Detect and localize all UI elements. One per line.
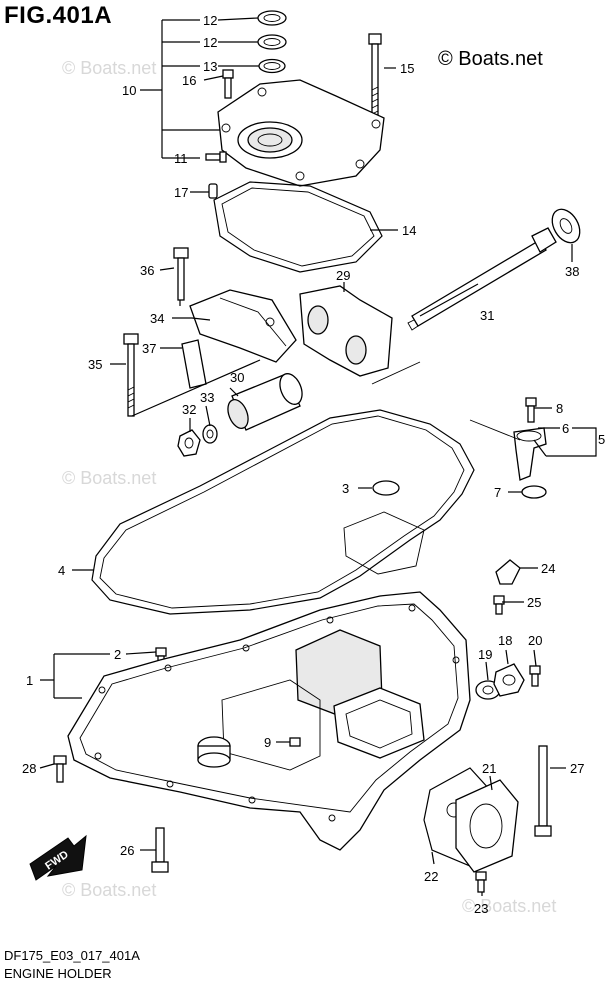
callout-37: 37 bbox=[142, 341, 156, 356]
callout-5: 5 bbox=[598, 432, 605, 447]
mount-bracket-29[interactable] bbox=[299, 285, 393, 377]
washer-33[interactable] bbox=[202, 424, 218, 444]
diagram-code: DF175_E03_017_401A bbox=[4, 948, 140, 963]
bolt-16[interactable] bbox=[222, 69, 234, 99]
oil-pan-gasket-4[interactable] bbox=[91, 409, 475, 615]
through-bolt-31[interactable] bbox=[407, 227, 557, 331]
callout-8: 8 bbox=[556, 401, 563, 416]
bolt-8[interactable] bbox=[525, 397, 537, 423]
callout-31: 31 bbox=[480, 308, 494, 323]
callout-30: 30 bbox=[230, 370, 244, 385]
callout-10: 10 bbox=[122, 83, 136, 98]
callout-17: 17 bbox=[174, 185, 188, 200]
callout-1: 1 bbox=[26, 673, 33, 688]
callout-38: 38 bbox=[565, 264, 579, 279]
cover-plate-10[interactable] bbox=[217, 79, 385, 187]
callout-19: 19 bbox=[478, 647, 492, 662]
watermark: © Boats.net bbox=[62, 880, 157, 900]
bolt-35[interactable] bbox=[123, 333, 139, 417]
callout-2: 2 bbox=[114, 647, 121, 662]
bolt-28[interactable] bbox=[53, 755, 67, 783]
callout-20: 20 bbox=[528, 633, 542, 648]
callout-4: 4 bbox=[58, 563, 65, 578]
cover-21[interactable] bbox=[455, 779, 519, 873]
water-fitting-6[interactable] bbox=[513, 427, 547, 481]
nut-32[interactable] bbox=[177, 429, 201, 457]
oil-pan-1[interactable] bbox=[67, 591, 471, 851]
copyright-notice: © Boats.net bbox=[438, 48, 543, 70]
upper-mount-34[interactable] bbox=[189, 289, 297, 363]
callout-36: 36 bbox=[140, 263, 154, 278]
dowel-pin-17[interactable] bbox=[208, 183, 218, 199]
watermark: © Boats.net bbox=[462, 896, 557, 916]
bolt-20[interactable] bbox=[529, 665, 541, 687]
callout-16: 16 bbox=[182, 73, 196, 88]
seal-ring-12a[interactable] bbox=[257, 10, 287, 26]
callout-27: 27 bbox=[570, 761, 584, 776]
cap-18[interactable] bbox=[493, 663, 525, 697]
diagram-name: ENGINE HOLDER bbox=[4, 966, 112, 981]
o-ring-3[interactable] bbox=[372, 480, 400, 496]
callout-23: 23 bbox=[474, 901, 488, 916]
o-ring-13[interactable] bbox=[258, 58, 286, 74]
o-ring-7[interactable] bbox=[521, 485, 547, 499]
callout-18: 18 bbox=[498, 633, 512, 648]
callout-25: 25 bbox=[527, 595, 541, 610]
callout-labels: 12 12 13 16 10 15 11 17 14 38 36 29 31 3… bbox=[22, 13, 605, 916]
plug-9[interactable] bbox=[289, 737, 301, 747]
bolt-27[interactable] bbox=[534, 745, 552, 837]
callout-7: 7 bbox=[494, 485, 501, 500]
callout-15: 15 bbox=[400, 61, 414, 76]
callout-21: 21 bbox=[482, 761, 496, 776]
seal-ring-12b[interactable] bbox=[257, 34, 287, 50]
callout-12: 12 bbox=[203, 13, 217, 28]
watermark: © Boats.net bbox=[62, 468, 157, 488]
callout-29: 29 bbox=[336, 268, 350, 283]
mount-rubber-30[interactable] bbox=[224, 370, 306, 431]
fwd-arrow-icon: FWD bbox=[29, 834, 87, 881]
callout-26: 26 bbox=[120, 843, 134, 858]
long-bolt-15[interactable] bbox=[368, 33, 382, 119]
callout-32: 32 bbox=[182, 402, 196, 417]
callout-34: 34 bbox=[150, 311, 164, 326]
callout-11: 11 bbox=[174, 151, 188, 166]
figure-title: FIG.401A bbox=[4, 2, 113, 29]
sensor-24[interactable] bbox=[495, 559, 521, 585]
callout-9: 9 bbox=[264, 735, 271, 750]
bolt-25[interactable] bbox=[493, 595, 505, 615]
bolt-23[interactable] bbox=[475, 871, 487, 893]
bolt-36[interactable] bbox=[173, 247, 189, 301]
callout-22: 22 bbox=[424, 869, 438, 884]
callout-33: 33 bbox=[200, 390, 214, 405]
watermark: © Boats.net bbox=[62, 58, 157, 78]
callout-12: 12 bbox=[203, 35, 217, 50]
callout-3: 3 bbox=[342, 481, 349, 496]
callout-14: 14 bbox=[402, 223, 416, 238]
breather-nipple-11[interactable] bbox=[205, 151, 227, 163]
callout-28: 28 bbox=[22, 761, 36, 776]
callout-13: 13 bbox=[203, 59, 217, 74]
callout-24: 24 bbox=[541, 561, 555, 576]
callout-6: 6 bbox=[562, 421, 569, 436]
leader-lines bbox=[39, 17, 597, 896]
plate-37[interactable] bbox=[181, 339, 207, 389]
washer-38[interactable] bbox=[547, 204, 586, 247]
callout-35: 35 bbox=[88, 357, 102, 372]
cover-gasket-14[interactable] bbox=[213, 181, 383, 273]
bolt-26[interactable] bbox=[151, 827, 169, 873]
